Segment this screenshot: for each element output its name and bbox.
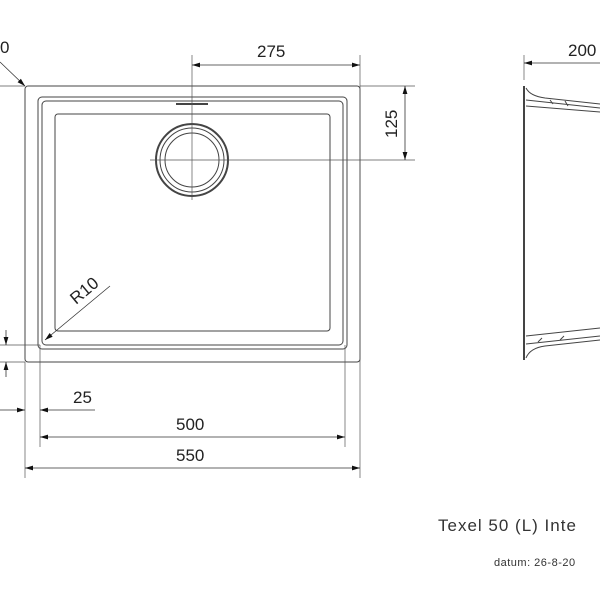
top-left-leader: [0, 61, 26, 87]
drawing-date: datum: 26-8-20: [494, 557, 576, 569]
dim-500-label: 500: [176, 415, 204, 434]
sink-outer-rim: [24, 85, 361, 363]
dim-275-label: 275: [257, 42, 285, 61]
sink-top-view: [24, 85, 361, 363]
dim-r10-leader: [44, 285, 111, 341]
extension-lines: [0, 55, 525, 478]
dim-200-label: 200: [568, 41, 596, 60]
bowl-outer-edge: [37, 96, 348, 350]
dim-125-label: 125: [382, 110, 401, 138]
dim-25-label: 25: [73, 388, 92, 407]
dim-top-left-label: 0: [0, 38, 9, 57]
drawing-title: Texel 50 (L) Inte: [438, 516, 577, 535]
dim-550-label: 550: [176, 446, 204, 465]
dimension-lines: [0, 60, 600, 471]
sink-side-view: [523, 86, 600, 360]
dim-r10-label: R10: [66, 273, 102, 308]
bowl-bottom: [54, 113, 331, 332]
